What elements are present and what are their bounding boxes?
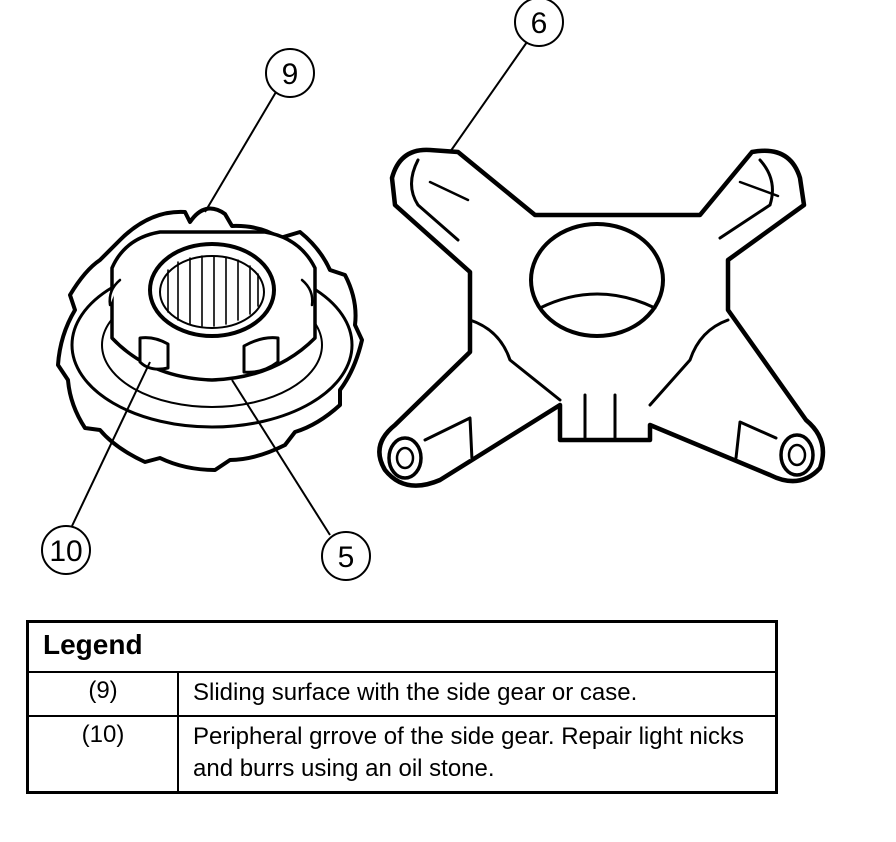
legend-table: Legend (9) Sliding surface with the side…	[26, 620, 778, 794]
callout-9-label: 9	[282, 58, 299, 91]
legend-description: Sliding surface with the side gear or ca…	[177, 671, 778, 717]
callout-6-label: 6	[531, 7, 548, 40]
callout-6: 6	[514, 0, 564, 47]
legend-description: Peripheral grrove of the side gear. Repa…	[177, 715, 778, 794]
parts-illustration: 9 6 10 5	[41, 0, 826, 581]
legend-row: (9) Sliding surface with the side gear o…	[26, 671, 778, 717]
callout-10: 10	[41, 525, 91, 575]
spider-drawing	[377, 147, 826, 488]
legend-title: Legend	[26, 620, 778, 673]
callout-5-label: 5	[338, 541, 355, 574]
leader-lines	[71, 41, 528, 536]
legend-ref: (9)	[26, 671, 179, 717]
legend-ref: (10)	[26, 715, 179, 794]
callout-10-label: 10	[49, 535, 82, 568]
legend-row: (10) Peripheral grrove of the side gear.…	[26, 715, 778, 794]
callout-5: 5	[321, 531, 371, 581]
side-gear-drawing	[56, 206, 364, 472]
legend-header-row: Legend	[26, 620, 778, 673]
callout-9: 9	[265, 48, 315, 98]
